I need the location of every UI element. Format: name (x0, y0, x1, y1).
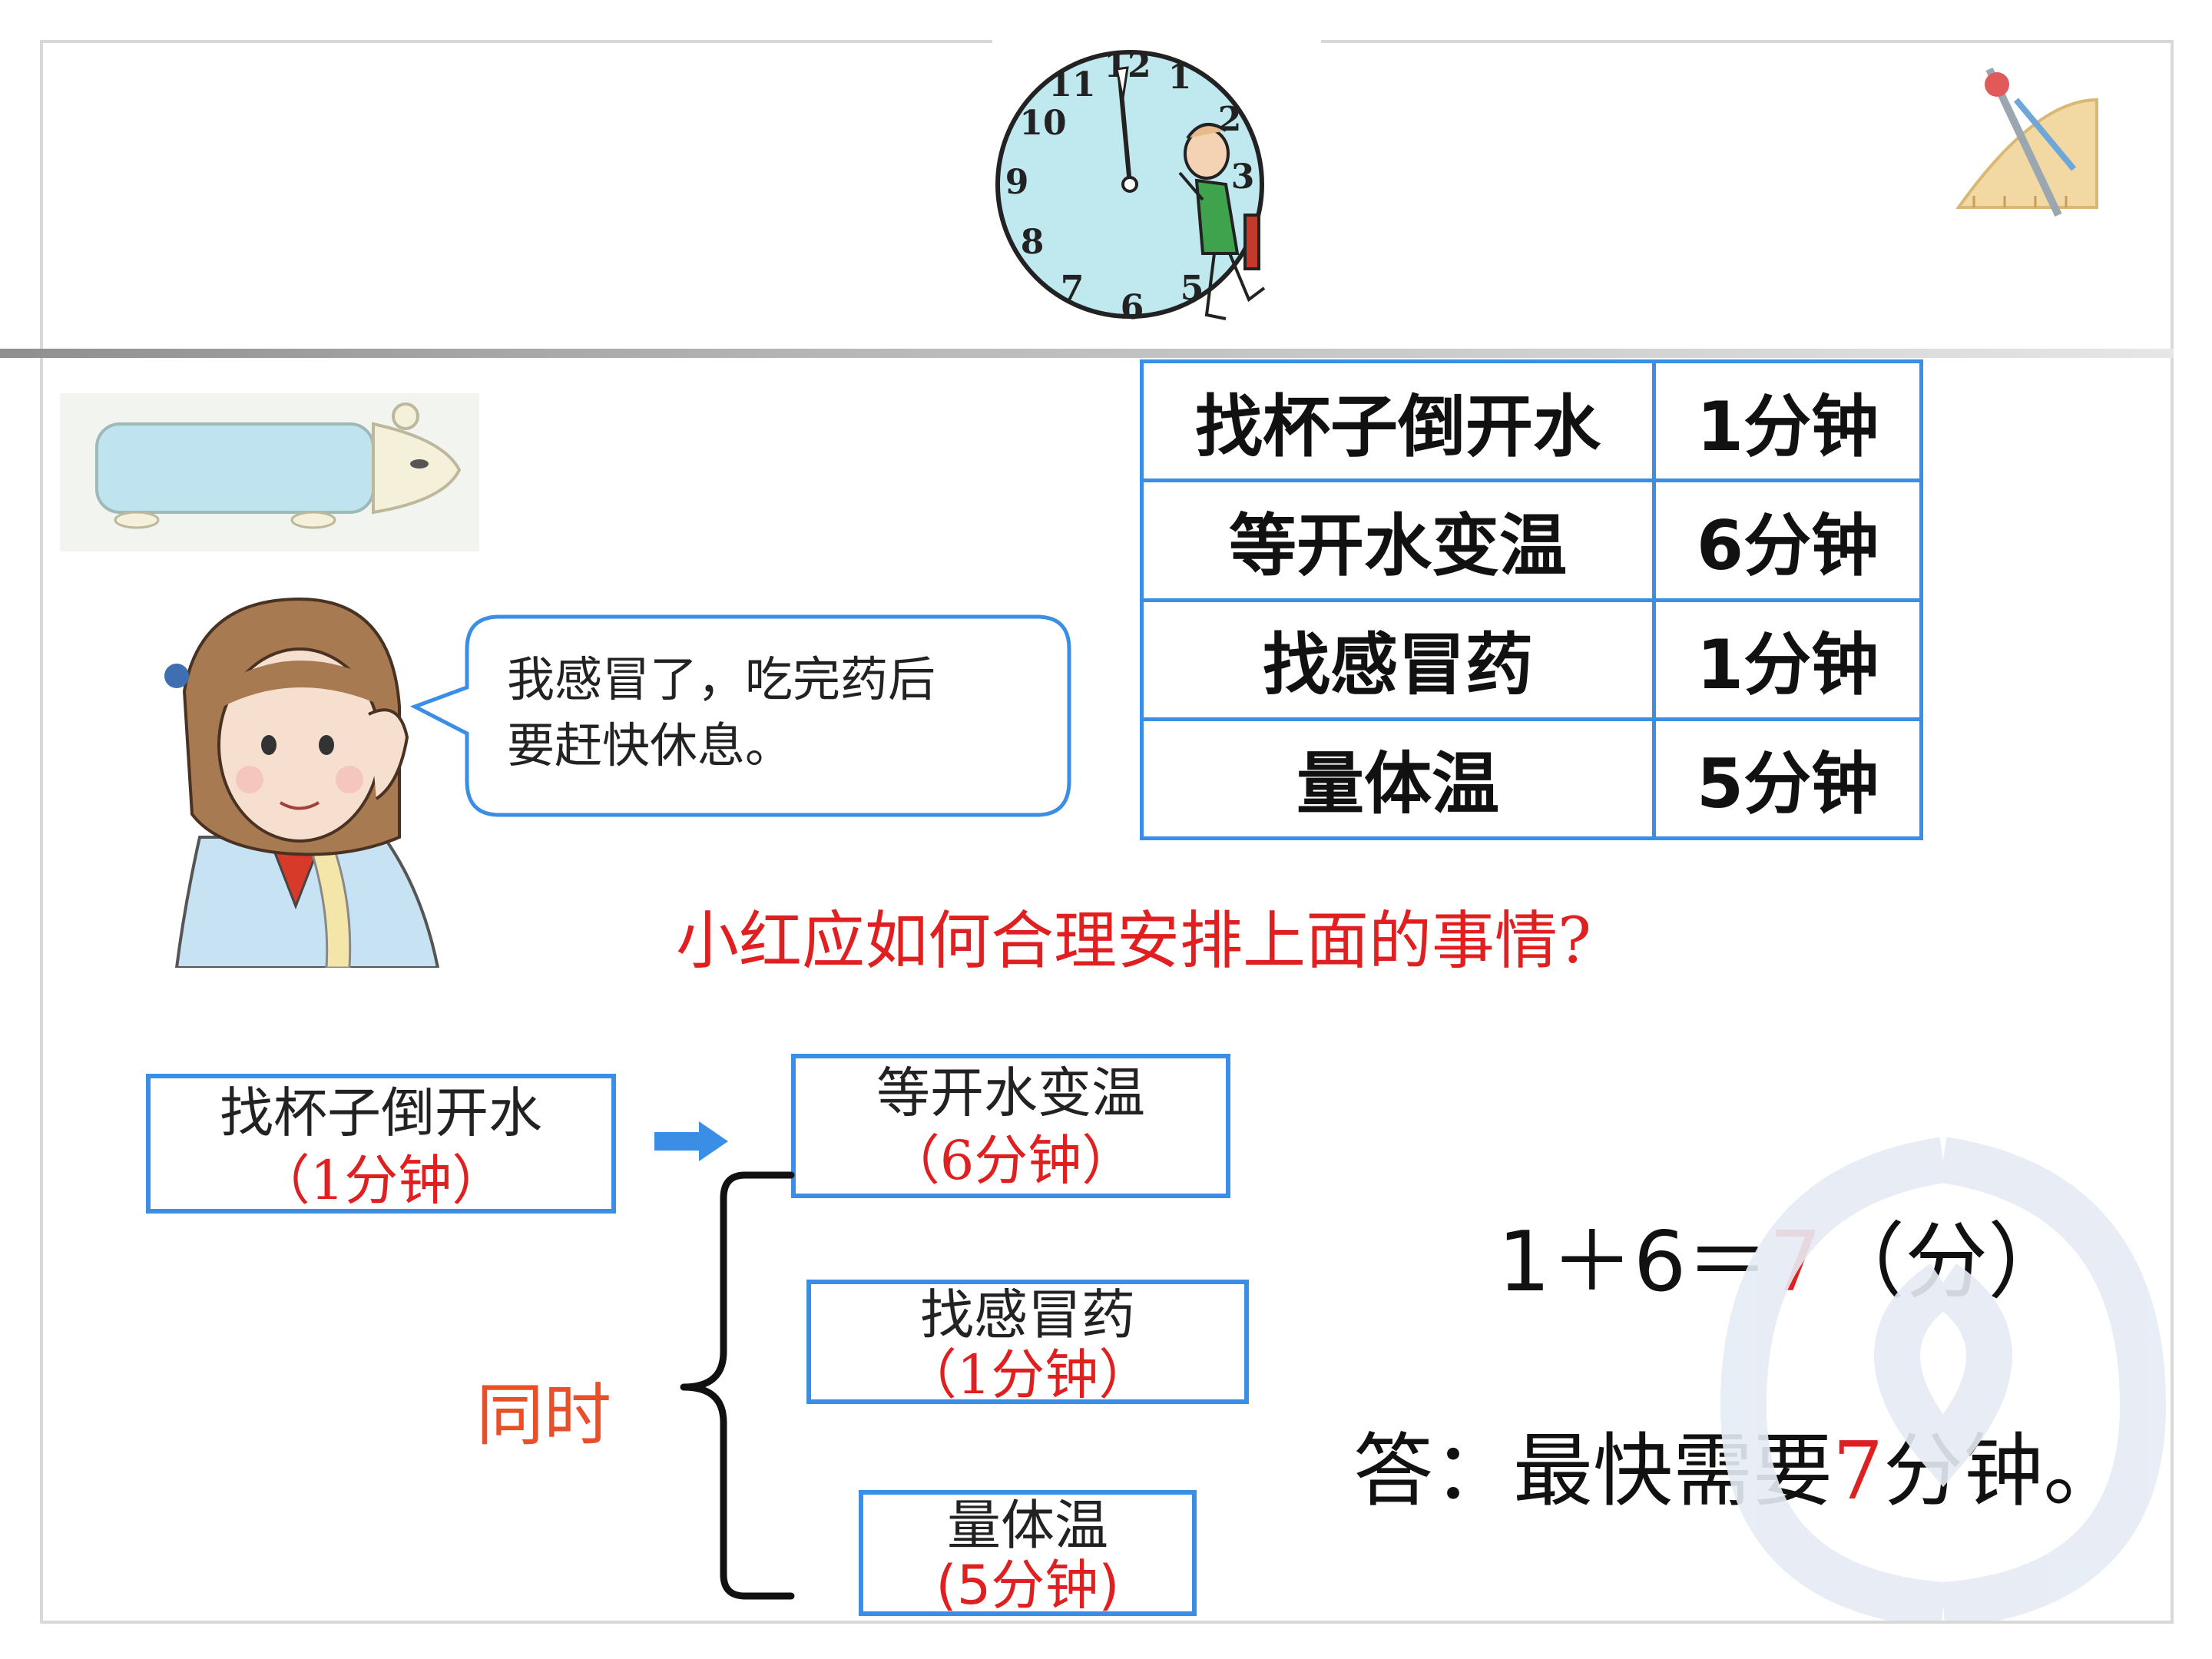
speech-bubble-text: 我感冒了，吃完药后 要赶快休息。 (507, 647, 1029, 779)
flow-step-duration: （1分钟） (256, 1149, 506, 1212)
flow-step-duration: (5分钟) (935, 1554, 1120, 1617)
table-row: 找杯子倒开水 1分钟 (1140, 359, 1923, 483)
question-text: 小红应如何合理安排上面的事情? (676, 905, 1591, 978)
svg-text:6: 6 (1121, 288, 1144, 327)
svg-text:12: 12 (1104, 46, 1151, 85)
slide-frame-right (2171, 40, 2174, 1622)
svg-text:1: 1 (1168, 58, 1192, 97)
time-cell: 1分钟 (1652, 359, 1923, 483)
task-cell: 找杯子倒开水 (1140, 359, 1656, 483)
speech-line-1: 我感冒了，吃完药后 (507, 651, 936, 707)
slide-frame-left (40, 40, 43, 1622)
svg-text:2: 2 (1218, 100, 1242, 139)
task-cell: 量体温 (1140, 717, 1656, 841)
geometry-tools-icon (1955, 67, 2098, 217)
flow-box-parallel-2: 找感冒药 （1分钟） (806, 1280, 1249, 1404)
arrow-right-icon (654, 1121, 728, 1161)
table-row: 找感冒药 1分钟 (1140, 598, 1923, 721)
svg-text:11: 11 (1048, 65, 1095, 104)
header-divider (0, 349, 2174, 358)
svg-text:3: 3 (1231, 157, 1255, 197)
task-cell: 找感冒药 (1140, 598, 1656, 721)
flow-step-duration: （1分钟） (902, 1343, 1153, 1406)
flow-step-name: 找感冒药 (920, 1283, 1135, 1346)
slide-frame-bottom (40, 1621, 2174, 1624)
svg-text:10: 10 (1019, 104, 1066, 143)
speech-bubble (409, 614, 1071, 817)
flow-box-first-step: 找杯子倒开水 （1分钟） (146, 1074, 616, 1214)
clock-illustration: 12 1 2 3 5 6 7 8 9 10 11 (995, 46, 1266, 327)
task-time-table: 找杯子倒开水 1分钟 等开水变温 6分钟 找感冒药 1分钟 量体温 5分钟 (1140, 359, 1923, 841)
curly-brace (680, 1171, 795, 1600)
svg-text:7: 7 (1061, 269, 1084, 308)
time-cell: 6分钟 (1652, 478, 1923, 602)
table-row: 等开水变温 6分钟 (1140, 478, 1923, 602)
svg-text:9: 9 (1005, 163, 1029, 202)
speech-line-2: 要赶快休息。 (507, 717, 793, 773)
flow-step-name: 量体温 (947, 1494, 1108, 1557)
girl-illustration (164, 597, 440, 968)
svg-text:5: 5 (1181, 269, 1204, 308)
flow-box-parallel-3: 量体温 (5分钟) (859, 1490, 1197, 1616)
equation-lhs: 1＋6＝ (1498, 1214, 1770, 1310)
time-cell: 1分钟 (1652, 598, 1923, 721)
equation: 1＋6＝7（分） (1498, 1195, 2071, 1315)
svg-text:8: 8 (1021, 223, 1045, 262)
simultaneous-label: 同时 (476, 1376, 612, 1455)
slide-frame-top-right (1321, 40, 2172, 43)
flow-box-parallel-1: 等开水变温 （6分钟） (791, 1054, 1230, 1198)
flow-step-name: 等开水变温 (876, 1061, 1145, 1124)
task-cell: 等开水变温 (1140, 478, 1656, 602)
slide-frame-top-left (40, 40, 992, 43)
table-row: 量体温 5分钟 (1140, 717, 1923, 841)
answer-value: 7 (1833, 1424, 1884, 1518)
cartoon-animal-illustration (60, 393, 479, 551)
flow-step-name: 找杯子倒开水 (220, 1081, 542, 1144)
watermark-emblem (1720, 1137, 2167, 1621)
flow-step-duration: （6分钟） (886, 1129, 1136, 1192)
time-cell: 5分钟 (1652, 717, 1923, 841)
